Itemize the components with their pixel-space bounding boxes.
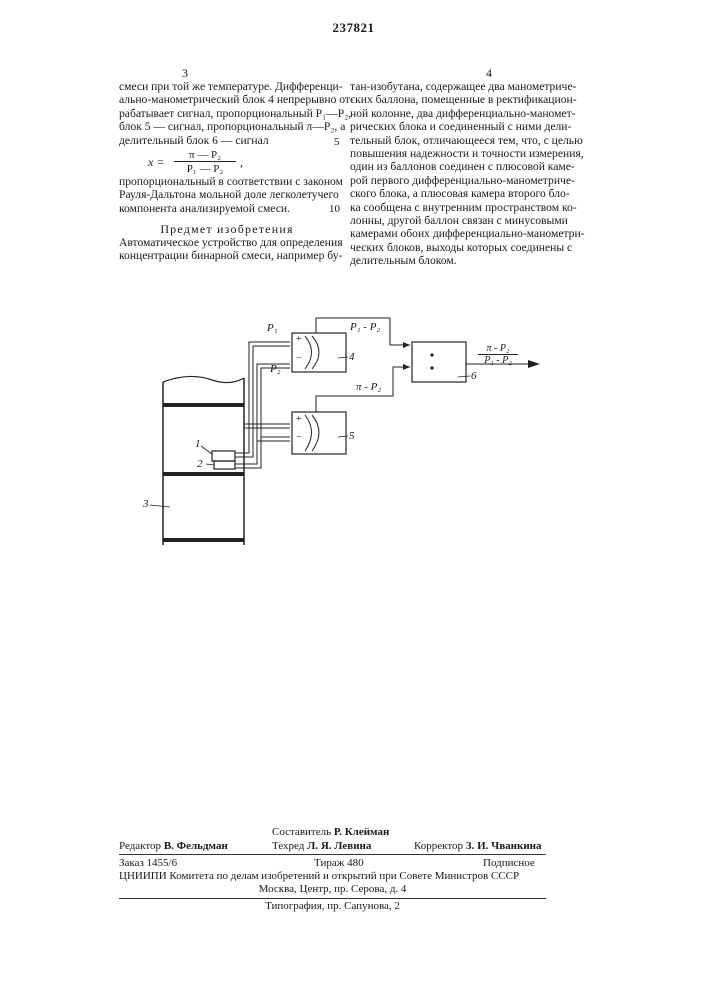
techred-label: Техред [272,840,304,852]
compiler-label: Составитель [272,826,331,838]
column-tray [163,403,244,407]
corrector-label: Корректор [414,840,463,852]
organization: ЦНИИПИ Комитета по делам изобретений и о… [119,870,546,883]
label-4: 4 [349,351,355,363]
label-5: 5 [349,430,355,442]
label-3: 3 [143,498,149,510]
output-signal-label: π - P₂ P₁ - P₂ [478,343,518,366]
block4-plus-sign: + [296,334,302,345]
output-numerator: π - P₂ [478,343,518,355]
manometric-cylinder-1 [212,451,235,461]
block5-plus-sign: + [296,414,302,425]
techred-name: Л. Я. Левина [307,840,371,852]
address: Москва, Центр, пр. Серова, д. 4 [119,883,546,896]
editor-label: Редактор [119,840,161,852]
label-p2: P₂ [270,363,281,375]
output-denominator: P₁ - P₂ [478,355,518,366]
order-number: Заказ 1455/6 [119,857,177,870]
label-6: 6 [471,370,477,382]
circulation: Тираж 480 [314,857,364,870]
block4-minus-sign: − [296,353,302,364]
editor-line: Редактор В. Фельдман [119,840,228,853]
corrector-line: Корректор З. И. Чванкина [414,840,542,853]
compiler-name: Р. Клейман [334,826,389,838]
label-p1-minus-p2: P₁ - P₂ [350,321,380,333]
column-tray [163,472,244,476]
label-2: 2 [197,458,203,470]
techred-line: Техред Л. Я. Левина [272,840,371,853]
label-1: 1 [195,438,201,450]
compiler-line: Составитель Р. Клейман [272,826,389,839]
column-tray [163,538,244,542]
editor-name: В. Фельдман [164,840,228,852]
corrector-name: З. И. Чванкина [466,840,542,852]
printing-house: Типография, пр. Сапунова, 2 [119,900,546,913]
label-pi-minus-p2: π - P₂ [356,381,381,393]
subscription: Подписное [483,857,535,870]
output-arrow [528,360,540,368]
manometric-cylinder-2 [214,461,235,469]
block5-minus-sign: − [296,432,302,443]
label-p1: P₁ [267,322,278,334]
footer-divider-2 [119,898,546,899]
footer-divider [119,854,546,855]
